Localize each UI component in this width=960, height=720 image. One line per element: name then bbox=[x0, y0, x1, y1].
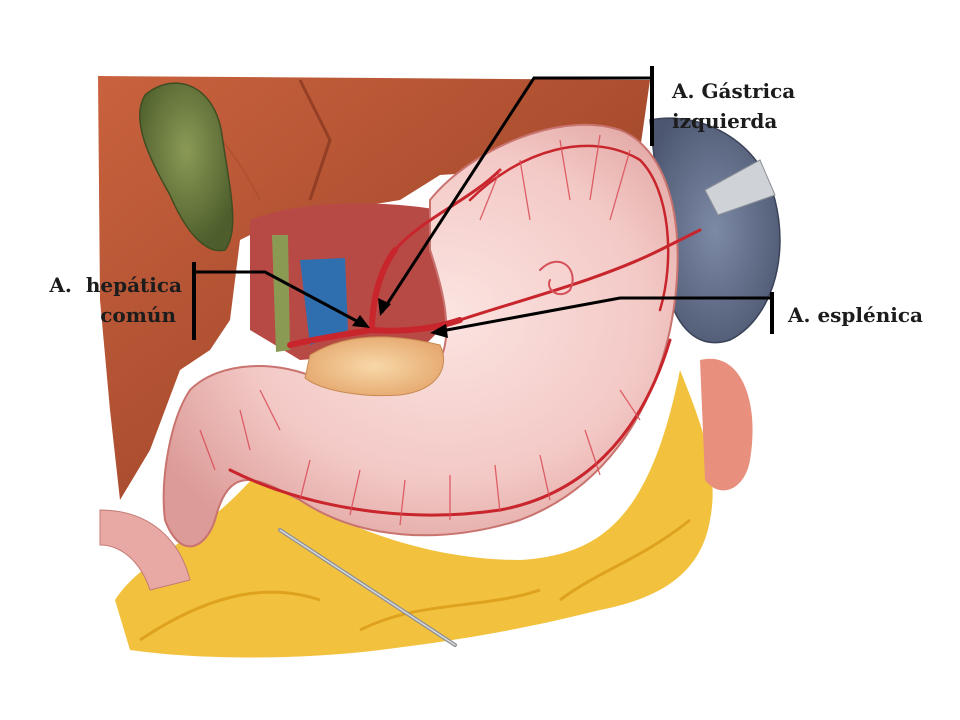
label-gastrica-line1: A. Gástrica bbox=[672, 79, 796, 103]
label-esplenica-text: A. esplénica bbox=[788, 303, 924, 327]
greater-omentum bbox=[115, 370, 713, 658]
arrowhead-hepatica bbox=[352, 315, 370, 328]
leader-arrowheads bbox=[352, 298, 448, 338]
arrowhead-gastrica bbox=[378, 298, 391, 316]
label-arteria-gastrica-izquierda: A. Gástrica izquierda bbox=[672, 76, 795, 136]
label-hepatica-line2: común bbox=[100, 303, 176, 327]
gallbladder bbox=[139, 82, 234, 252]
label-arteria-esplenica: A. esplénica bbox=[788, 300, 923, 330]
leader-lines bbox=[192, 66, 774, 340]
pancreas bbox=[304, 336, 445, 397]
arrowhead-esplenica bbox=[430, 324, 448, 338]
label-gastrica-line2: izquierda bbox=[672, 109, 778, 133]
label-arteria-hepatica-comun: A. hepática común bbox=[42, 270, 182, 330]
label-hepatica-line1: A. hepática bbox=[49, 273, 182, 297]
liver bbox=[98, 76, 650, 500]
